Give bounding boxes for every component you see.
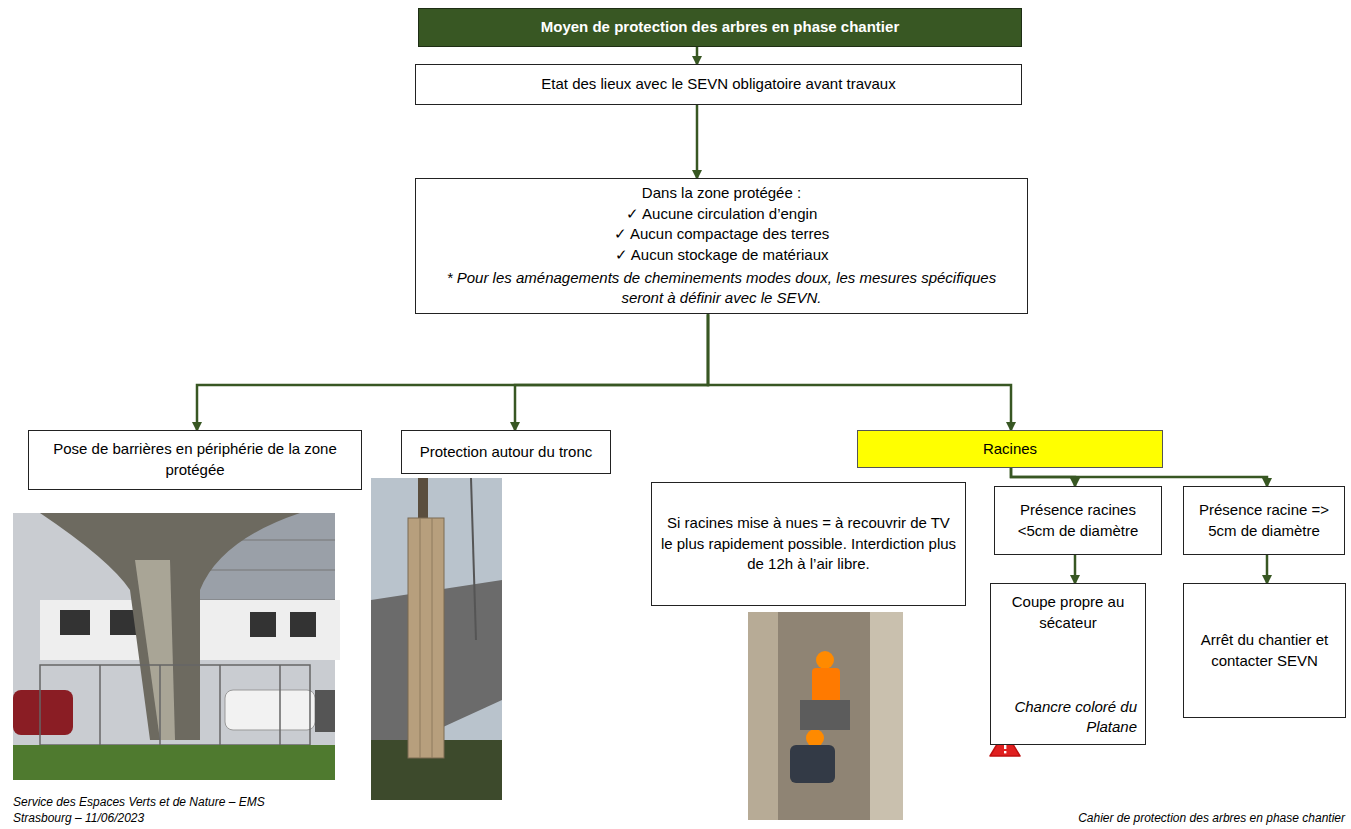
- node-text: ✓ Aucun stockage de matériaux: [424, 245, 1019, 266]
- action-box: Arrêt du chantier et contacter SEVN: [1183, 583, 1346, 718]
- flow-arrow: [1011, 468, 1267, 486]
- node-text: Etat des lieux avec le SEVN obligatoire …: [424, 74, 1013, 95]
- node-text: Si racines mise à nues = à recouvrir de …: [660, 513, 957, 575]
- flow-arrow: [197, 314, 708, 430]
- node-text: Moyen de protection des arbres en phase …: [427, 17, 1013, 38]
- condition-box: Présence racine => 5cm de diamètre: [1183, 486, 1345, 555]
- photo-trunk-protection: [371, 478, 502, 800]
- process-box: Si racines mise à nues = à recouvrir de …: [651, 482, 966, 606]
- category-box: Racines: [857, 430, 1163, 468]
- node-text: Arrêt du chantier et contacter SEVN: [1192, 630, 1337, 671]
- flow-arrow: [1266, 555, 1269, 583]
- footer-note: Cahier de protection des arbres en phase…: [1000, 810, 1345, 826]
- photo-trench-workers: [748, 612, 903, 820]
- condition-box: Présence racines <5cm de diamètre: [994, 486, 1162, 555]
- process-box: Protection autour du tronc: [401, 430, 611, 474]
- process-box: Pose de barrières en périphérie de la zo…: [28, 430, 362, 490]
- flow-arrow: [696, 105, 699, 178]
- node-text: Chancre coloré du Platane: [999, 697, 1137, 738]
- footer-note: Service des Espaces Verts et de Nature –…: [13, 794, 313, 826]
- node-text: Protection autour du tronc: [410, 442, 602, 463]
- flow-arrow: [1074, 555, 1077, 583]
- rules-box: Dans la zone protégée :✓ Aucune circulat…: [415, 178, 1028, 314]
- node-text: Coupe propre au sécateur: [999, 592, 1137, 633]
- node-text: ✓ Aucune circulation d’engin: [424, 204, 1019, 225]
- node-text: ✓ Aucun compactage des terres: [424, 224, 1019, 245]
- node-text: Présence racines <5cm de diamètre: [1003, 500, 1153, 541]
- node-text: Racines: [866, 439, 1154, 460]
- node-text: * Pour les aménagements de cheminements …: [424, 268, 1019, 309]
- process-box: Etat des lieux avec le SEVN obligatoire …: [415, 64, 1022, 105]
- node-text: Dans la zone protégée :: [424, 183, 1019, 204]
- flow-arrow: [696, 47, 699, 64]
- action-box: Coupe propre au sécateurChancre coloré d…: [990, 583, 1146, 745]
- title-box: Moyen de protection des arbres en phase …: [418, 8, 1022, 47]
- flow-arrow: [515, 314, 708, 430]
- photo-fenced-tree: [13, 513, 340, 780]
- node-text: Présence racine => 5cm de diamètre: [1192, 500, 1336, 541]
- node-text: Pose de barrières en périphérie de la zo…: [37, 439, 353, 480]
- flow-arrow: [708, 314, 1011, 430]
